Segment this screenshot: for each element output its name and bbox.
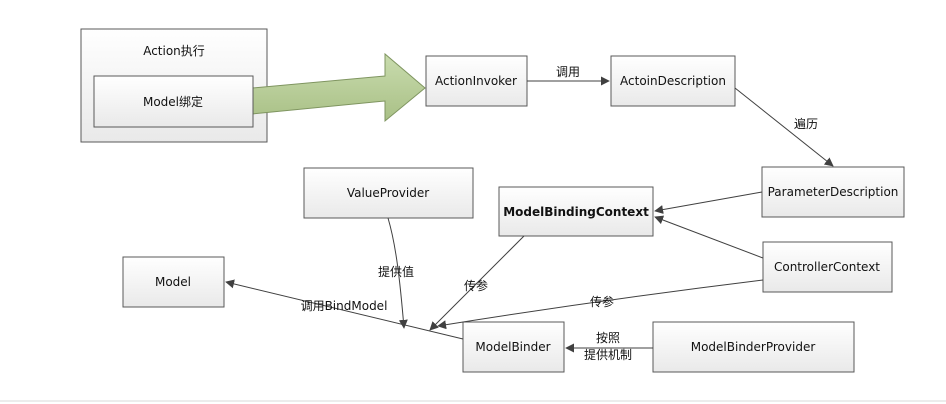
model-binder-provider-label: ModelBinderProvider [691, 340, 816, 354]
model-binding-label: Model绑定 [143, 94, 203, 109]
edge-context-to-binder [429, 235, 525, 331]
edge-parameter-to-context [654, 191, 763, 215]
model-binding-context-node: ModelBindingContext [498, 186, 654, 237]
model-binder-provider-node: ModelBinderProvider [652, 321, 855, 373]
parameter-description-label: ParameterDescription [768, 185, 899, 199]
edge-label-traverse: 遍历 [794, 117, 818, 131]
action-invoker-node: ActionInvoker [425, 55, 528, 107]
action-description-label: ActoinDescription [620, 74, 726, 88]
edge-description-to-parameter [734, 87, 834, 167]
model-binding-context-label: ModelBindingContext [503, 205, 649, 219]
big-green-arrow [251, 52, 426, 123]
value-provider-label: ValueProvider [347, 186, 429, 200]
parameter-description-node: ParameterDescription [761, 166, 905, 218]
edge-controllercontext-to-context [654, 215, 764, 259]
edge-label-provide-mechanism: 提供机制 [584, 347, 632, 362]
edge-label-according-to: 按照 [596, 331, 620, 345]
edge-label-call-bindmodel: 调用BindModel [301, 299, 388, 313]
edge-valueprovider-to-binder [387, 217, 408, 329]
model-node: Model [122, 256, 225, 308]
model-label: Model [155, 275, 191, 289]
edge-label-pass-param-2: 传参 [590, 294, 614, 309]
model-binder-node: ModelBinder [462, 321, 565, 373]
edge-controllercontext-to-binder [437, 279, 764, 330]
edge-binder-to-model [225, 279, 464, 340]
model-binder-label: ModelBinder [475, 340, 550, 354]
controller-context-label: ControllerContext [774, 260, 880, 274]
controller-context-node: ControllerContext [762, 241, 893, 293]
model-binding-node: Model绑定 [93, 75, 254, 128]
edge-label-pass-param-1: 传参 [464, 278, 488, 293]
action-description-node: ActoinDescription [610, 55, 736, 107]
edge-label-provide-value: 提供值 [378, 264, 414, 279]
action-exec-label: Action执行 [143, 44, 205, 58]
value-provider-node: ValueProvider [303, 167, 474, 219]
action-invoker-label: ActionInvoker [435, 74, 517, 88]
edge-label-invoke: 调用 [556, 65, 580, 79]
